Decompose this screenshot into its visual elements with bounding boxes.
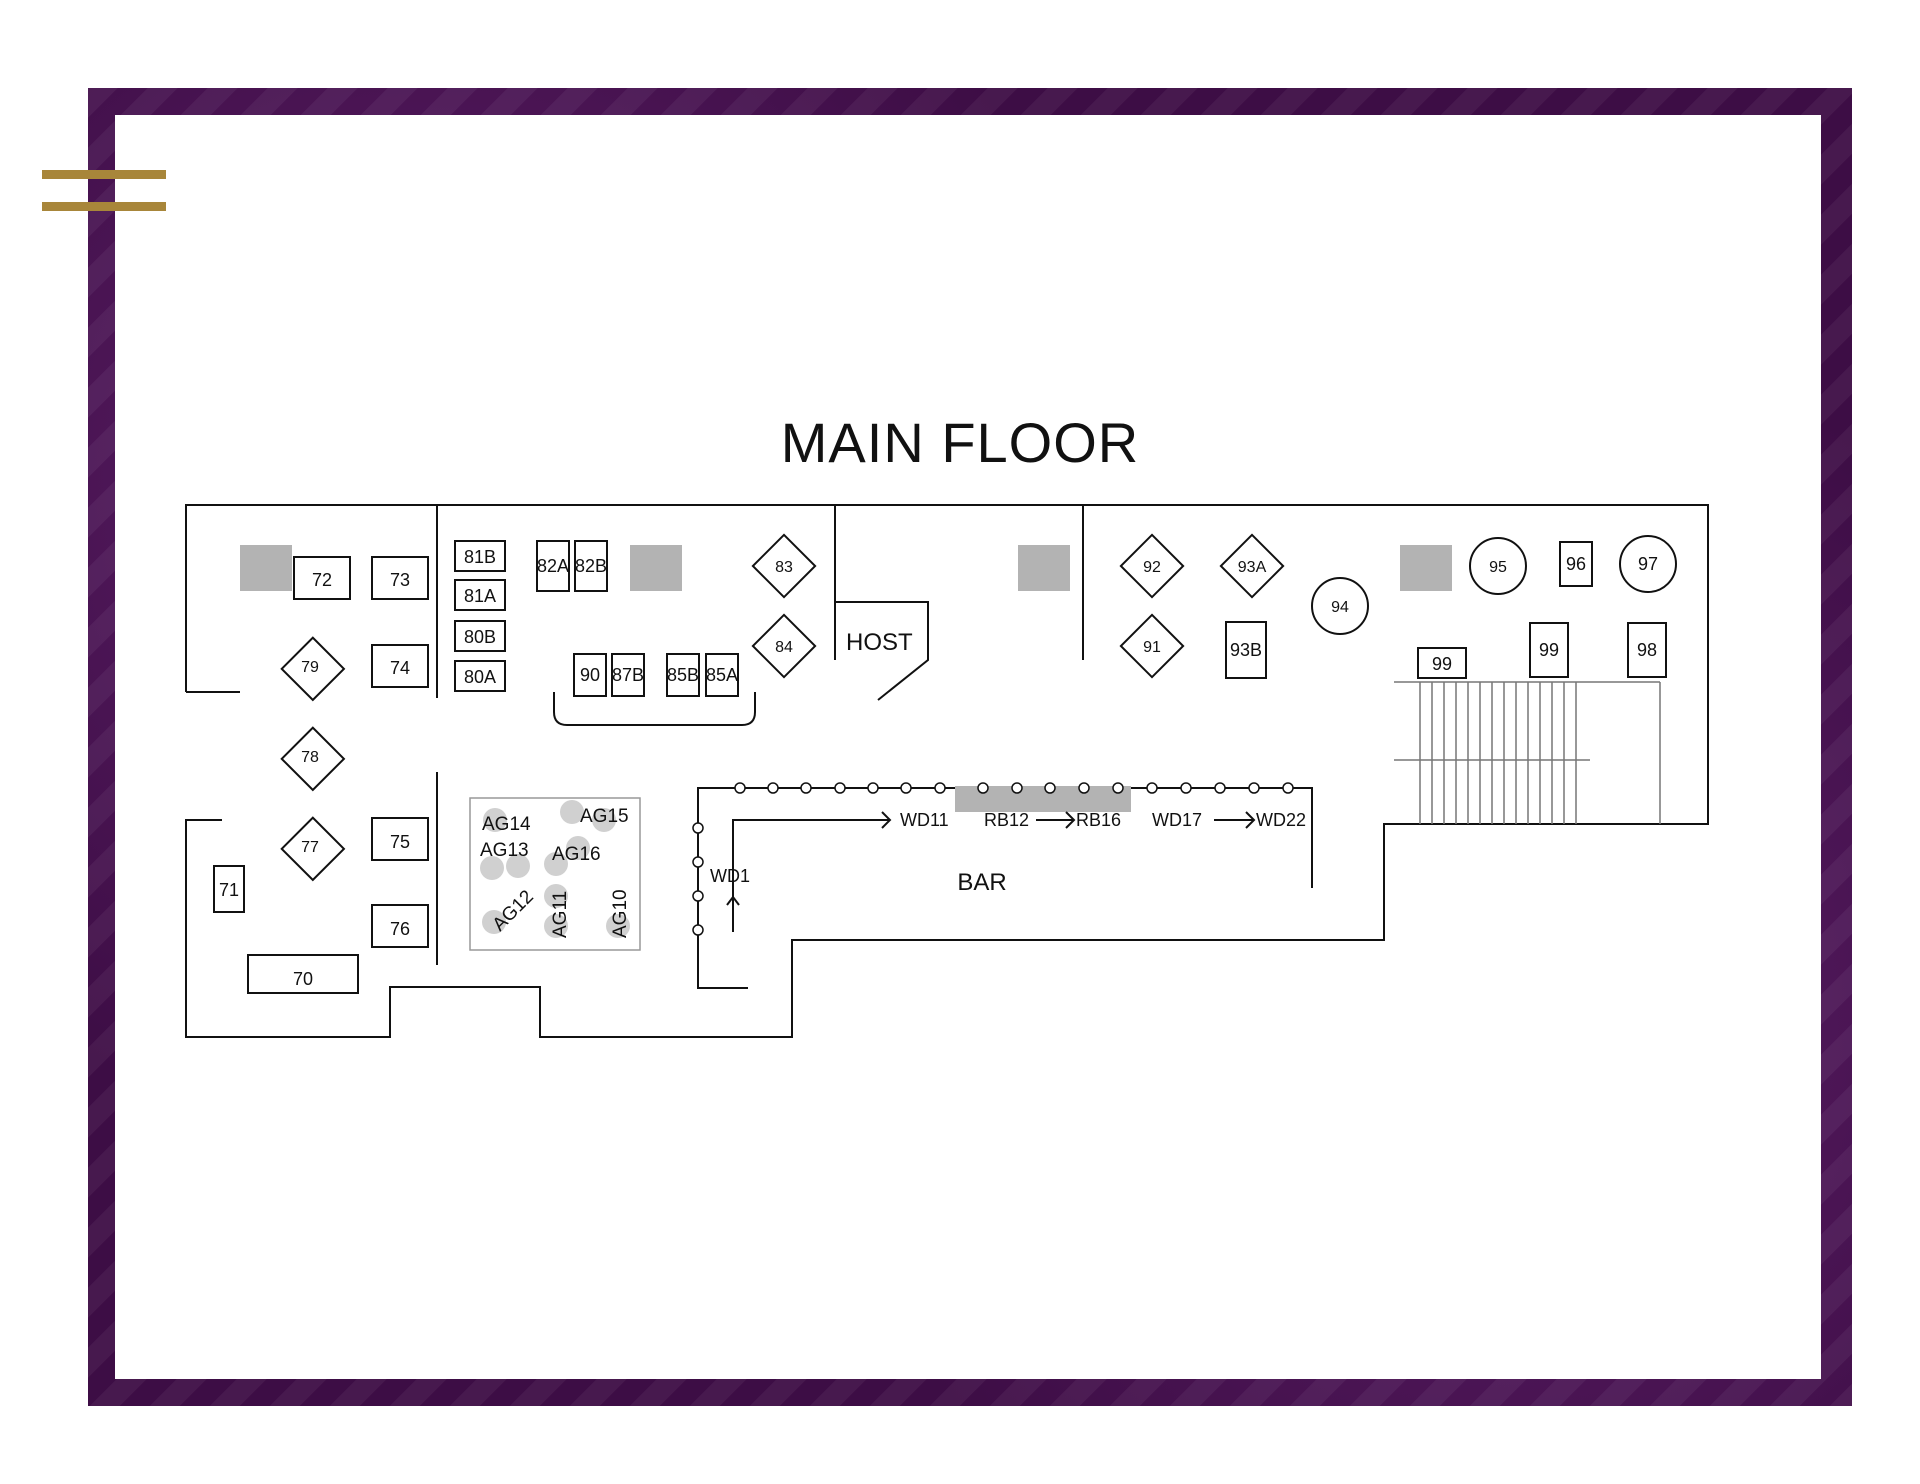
diamond-tables[interactable]: [280, 533, 1285, 882]
table-76[interactable]: [371, 904, 429, 948]
table-82b[interactable]: [574, 540, 608, 592]
table-82a[interactable]: [536, 540, 570, 592]
bar-labels: WD1 WD11 RB12 RB16 WD17 WD22: [710, 810, 1306, 886]
label-rb16: RB16: [1076, 810, 1121, 830]
label-99: 99: [1432, 654, 1452, 674]
label-81b: 81B: [464, 547, 496, 567]
label-ag13: AG13: [480, 840, 529, 861]
table-78[interactable]: [280, 726, 346, 792]
label-ag10: AG10: [610, 889, 631, 938]
label-95: 96: [1566, 554, 1586, 574]
label-72: 72: [312, 570, 332, 590]
label-85a: 85A: [706, 665, 738, 685]
label-77: 77: [301, 839, 319, 856]
label-79: 79: [301, 659, 319, 676]
table-85b[interactable]: [666, 653, 700, 697]
table-72[interactable]: [293, 556, 351, 600]
label-ag16: AG16: [552, 844, 601, 865]
label-ag14: AG14: [482, 814, 531, 835]
label-rb12: RB12: [984, 810, 1029, 830]
label-92: 93A: [1238, 559, 1267, 576]
label-ag11: AG11: [550, 891, 571, 938]
label-90: 91: [1143, 639, 1161, 656]
ag-lounge: [469, 797, 641, 951]
label-97: 98: [1637, 640, 1657, 660]
table-92[interactable]: [1219, 533, 1285, 599]
walls: [185, 504, 1709, 1038]
label-80b: 80B: [464, 627, 496, 647]
label-93b: 94: [1331, 599, 1349, 616]
label-wd22: WD22: [1256, 810, 1306, 830]
label-98: 99: [1539, 640, 1559, 660]
table-93b[interactable]: [1311, 577, 1369, 635]
label-wd11: WD11: [900, 810, 949, 830]
table-80b[interactable]: [454, 620, 506, 652]
label-wd17: WD17: [1152, 810, 1202, 830]
page-title: MAIN FLOOR: [781, 411, 1139, 474]
table-95[interactable]: [1559, 541, 1593, 587]
table-87a[interactable]: [611, 653, 645, 697]
table-70[interactable]: [247, 954, 359, 994]
rect-tables[interactable]: [213, 540, 1667, 994]
table-87b[interactable]: [573, 653, 607, 697]
table-91[interactable]: [1119, 533, 1185, 599]
table-98[interactable]: [1529, 622, 1569, 678]
label-96: 97: [1638, 554, 1658, 574]
label-83: 83: [775, 559, 793, 576]
label-wd1: WD1: [710, 866, 750, 886]
label-81a: 81A: [464, 586, 496, 606]
table-94[interactable]: [1469, 537, 1527, 595]
label-93a: 93B: [1230, 640, 1262, 660]
pillars: [240, 545, 1452, 812]
table-85a[interactable]: [705, 653, 739, 697]
label-76: 76: [390, 919, 410, 939]
label-91: 92: [1143, 559, 1161, 576]
label-80a: 80A: [464, 667, 496, 687]
label-73: 73: [390, 570, 410, 590]
label-85b: 85B: [667, 665, 699, 685]
host-label: HOST: [846, 629, 913, 656]
bar-stools: [692, 782, 1294, 936]
label-ag15: AG15: [580, 806, 629, 827]
table-93a[interactable]: [1225, 621, 1267, 679]
floor-plan-panel: [115, 115, 1821, 1379]
table-90[interactable]: [1119, 613, 1185, 679]
table-77[interactable]: [280, 816, 346, 882]
table-99[interactable]: [1417, 647, 1467, 679]
table-74[interactable]: [371, 644, 429, 688]
label-87a: 87B: [612, 665, 644, 685]
label-82b: 82B: [575, 556, 607, 576]
label-94: 95: [1489, 559, 1507, 576]
menu-icon-bar-bottom[interactable]: [42, 202, 166, 211]
label-74: 74: [390, 658, 410, 678]
table-84[interactable]: [751, 613, 817, 679]
table-83[interactable]: [751, 533, 817, 599]
table-labels: 72 73 74 75 76 70 71 79 78 77 81B 81A 80…: [219, 547, 1658, 989]
label-82a: 82A: [537, 556, 569, 576]
table-71[interactable]: [213, 865, 245, 913]
table-73[interactable]: [371, 556, 429, 600]
staircase: [1394, 681, 1661, 824]
label-71: 71: [219, 880, 239, 900]
label-87b: 90: [580, 665, 600, 685]
round-tables[interactable]: [1311, 535, 1677, 635]
table-81a[interactable]: [454, 579, 506, 611]
bar-label: BAR: [957, 869, 1006, 896]
label-84: 84: [775, 639, 793, 656]
bar-arrows: [726, 811, 1256, 932]
table-75[interactable]: [371, 817, 429, 861]
table-96[interactable]: [1619, 535, 1677, 593]
label-78: 78: [301, 749, 319, 766]
table-81b[interactable]: [454, 540, 506, 572]
label-75: 75: [390, 832, 410, 852]
menu-icon-bar-top[interactable]: [42, 170, 166, 179]
table-79[interactable]: [280, 636, 346, 702]
table-97[interactable]: [1627, 622, 1667, 678]
label-70: 70: [293, 969, 313, 989]
table-80a[interactable]: [454, 660, 506, 692]
